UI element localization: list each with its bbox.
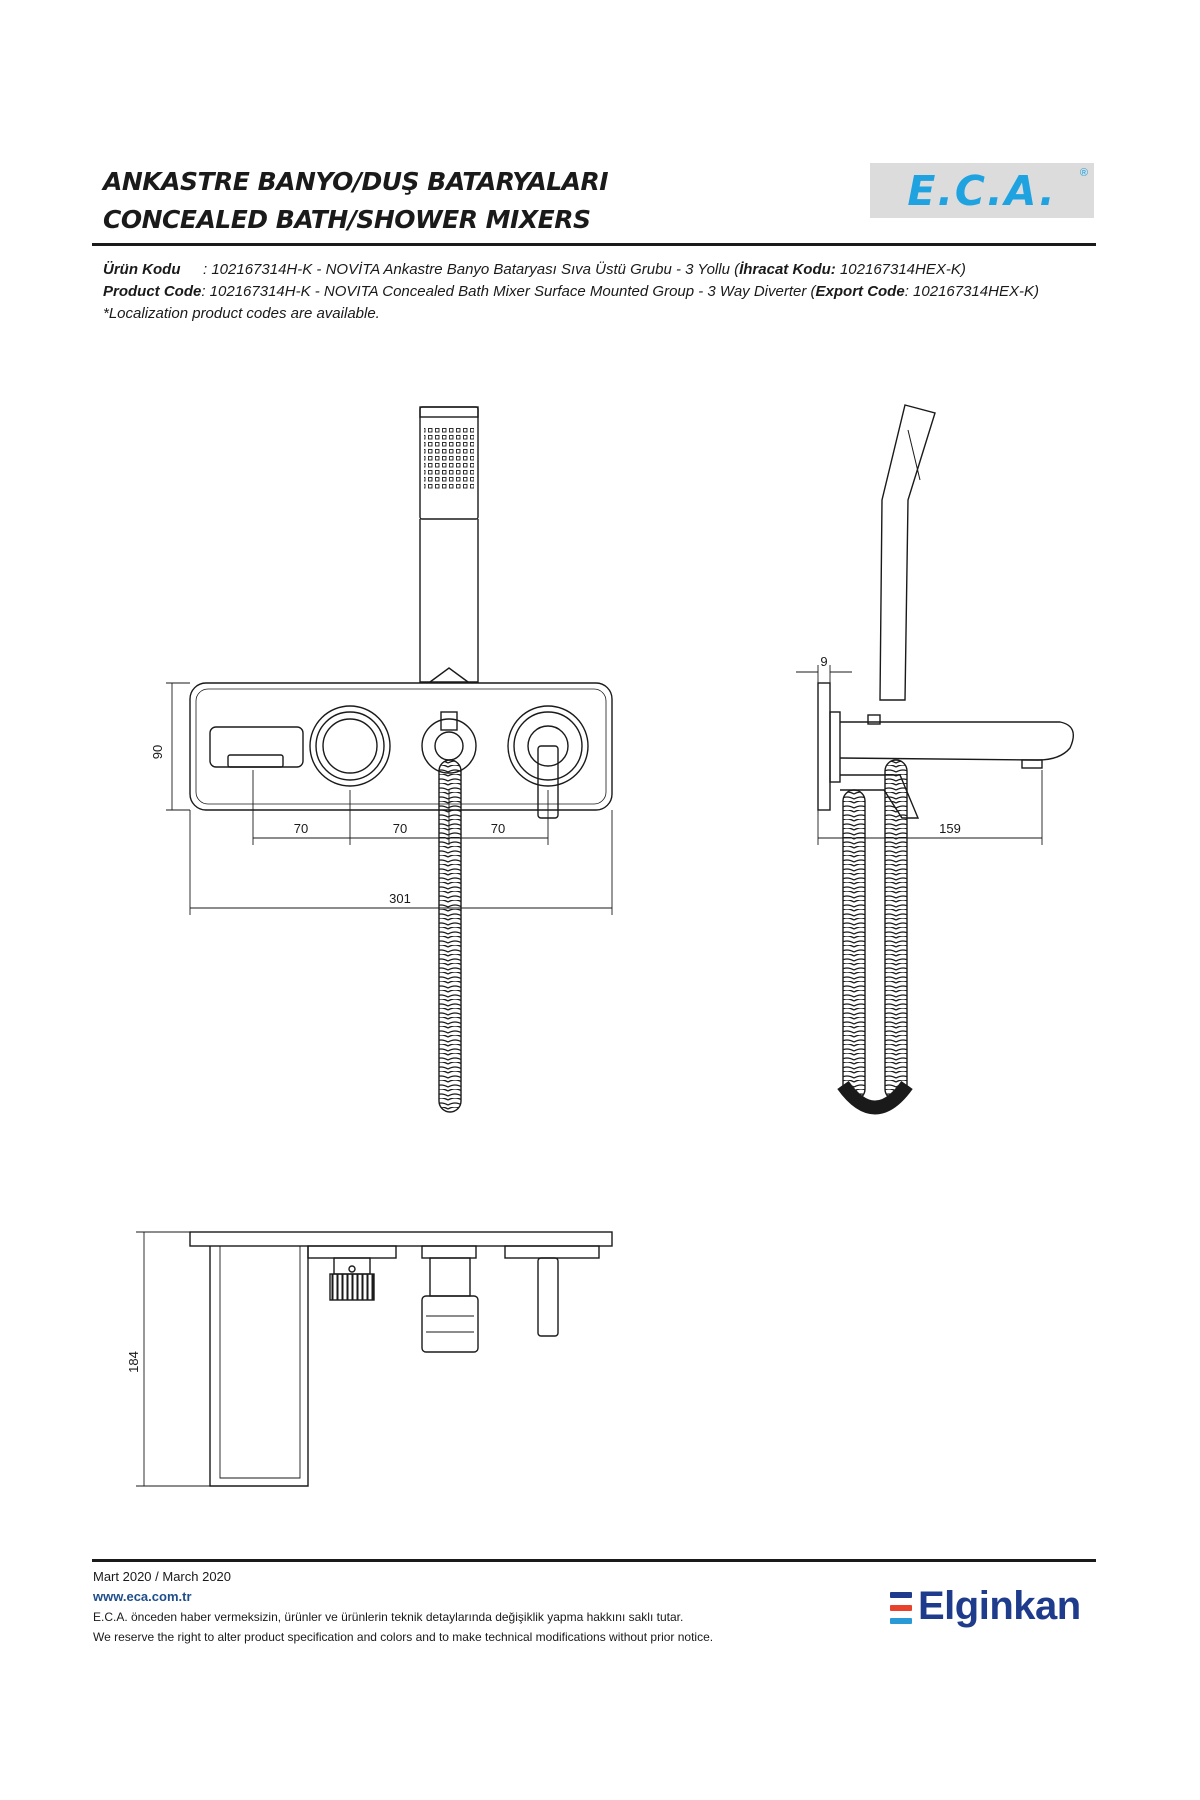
dim-depth-top: 184 — [126, 1351, 141, 1373]
top-view — [136, 1231, 613, 1487]
eca-logo-text: E.C.A. — [907, 166, 1057, 215]
front-view — [166, 406, 613, 1113]
technical-drawing: 90 70 70 70 301 9 — [126, 404, 1074, 1487]
title-turkish: ANKASTRE BANYO/DUŞ BATARYALARI — [103, 167, 609, 196]
product-code-en: Product Code: 102167314H-K - NOVITA Conc… — [103, 283, 1039, 300]
elginkan-name: Elginkan — [918, 1584, 1081, 1628]
header-divider — [92, 243, 1096, 246]
footer-disclaimer-tr: E.C.A. önceden haber vermeksizin, ürünle… — [93, 1610, 684, 1624]
eca-logo: E.C.A. ® — [870, 163, 1094, 218]
top-dimension-labels: 184 — [126, 1351, 141, 1373]
elginkan-mark-icon — [890, 1592, 912, 1626]
footer-disclaimer-en: We reserve the right to alter product sp… — [93, 1630, 714, 1644]
footer-website-link[interactable]: www.eca.com.tr — [93, 1589, 192, 1604]
side-view — [796, 404, 1074, 1115]
dim-spout-projection: 159 — [939, 821, 961, 836]
registered-mark: ® — [1079, 167, 1088, 179]
label-product-code: Product Code — [103, 283, 202, 300]
dim-spacing-1: 70 — [294, 821, 308, 836]
footer-divider — [92, 1559, 1096, 1562]
dim-width-total: 301 — [389, 891, 411, 906]
dim-height-front: 90 — [150, 745, 165, 759]
document-title: ANKASTRE BANYO/DUŞ BATARYALARI CONCEALED… — [103, 163, 803, 239]
title-english: CONCEALED BATH/SHOWER MIXERS — [103, 205, 591, 234]
side-dimension-labels: 9 159 — [820, 654, 960, 836]
dim-wall-gap: 9 — [820, 654, 827, 669]
localization-note: *Localization product codes are availabl… — [103, 305, 380, 322]
elginkan-logo: Elginkan — [890, 1582, 1100, 1638]
dim-spacing-2: 70 — [393, 821, 407, 836]
product-code-tr: Ürün Kodu: 102167314H-K - NOVİTA Ankastr… — [103, 259, 1103, 281]
dim-spacing-3: 70 — [491, 821, 505, 836]
product-info: Ürün Kodu: 102167314H-K - NOVİTA Ankastr… — [103, 259, 1103, 325]
footer: Mart 2020 / March 2020 www.eca.com.tr E.… — [93, 1567, 853, 1647]
front-dimension-labels: 90 70 70 70 301 — [150, 745, 505, 906]
footer-date: Mart 2020 / March 2020 — [93, 1569, 232, 1584]
label-urun-kodu: Ürün Kodu — [103, 261, 181, 278]
